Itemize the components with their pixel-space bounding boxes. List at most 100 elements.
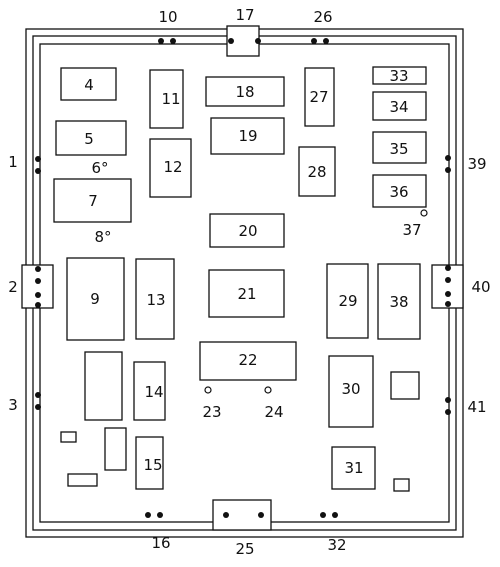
block-38 [377, 263, 421, 340]
block-4 [60, 67, 117, 101]
label-32: 32 [327, 536, 346, 554]
block-12 [149, 138, 192, 198]
label-29: 29 [338, 292, 357, 310]
block-22 [199, 341, 297, 381]
block-13 [135, 258, 175, 340]
block-square-right [390, 371, 420, 400]
label-41: 41 [467, 398, 486, 416]
dot-10a [158, 38, 164, 44]
dot-40d [445, 301, 451, 307]
dot-3b [35, 404, 41, 410]
block-flat-left [67, 473, 98, 487]
label-3: 3 [8, 396, 18, 414]
block-5 [55, 120, 127, 156]
label-16: 16 [151, 534, 170, 552]
label-1: 1 [8, 153, 18, 171]
block-35 [372, 131, 427, 164]
ring-24 [264, 386, 272, 394]
dot-32a [320, 512, 326, 518]
dot-2c [35, 292, 41, 298]
dot-10b [170, 38, 176, 44]
label-19: 19 [238, 127, 257, 145]
block-14 [133, 361, 166, 421]
dot-2b [35, 278, 41, 284]
block-7 [53, 178, 132, 223]
label-33: 33 [389, 67, 408, 85]
dot-3a [35, 392, 41, 398]
dot-26b [323, 38, 329, 44]
block-34 [372, 91, 427, 121]
terminal-dots [35, 38, 451, 518]
label-15: 15 [143, 456, 162, 474]
dot-1a [35, 156, 41, 162]
label-22: 22 [238, 351, 257, 369]
dot-26a [311, 38, 317, 44]
gate-40 [431, 264, 464, 309]
label-17: 17 [235, 6, 254, 24]
label-25: 25 [235, 540, 254, 558]
label-31: 31 [344, 459, 363, 477]
block-20 [209, 213, 285, 248]
label-28: 28 [307, 163, 326, 181]
label-34: 34 [389, 98, 408, 116]
label-27: 27 [309, 88, 328, 106]
label-37: 37 [402, 221, 421, 239]
gate-2 [21, 264, 54, 309]
dot-16b [157, 512, 163, 518]
dot-39a [445, 155, 451, 161]
label-30: 30 [341, 380, 360, 398]
dot-1b [35, 168, 41, 174]
block-small-left [60, 431, 77, 443]
dot-40a [445, 265, 451, 271]
label-10: 10 [158, 8, 177, 26]
label-6: 6° [91, 159, 108, 177]
label-23: 23 [202, 403, 221, 421]
dot-40b [445, 277, 451, 283]
block-small-right [393, 478, 410, 492]
dot-40c [445, 291, 451, 297]
dot-17b [255, 38, 261, 44]
block-18 [205, 76, 285, 107]
dot-17a [228, 38, 234, 44]
dot-16a [145, 512, 151, 518]
label-12: 12 [163, 158, 182, 176]
block-30 [328, 355, 374, 428]
block-narrow-left [104, 427, 127, 471]
ring-37 [420, 209, 428, 217]
dot-32b [332, 512, 338, 518]
label-21: 21 [237, 285, 256, 303]
label-13: 13 [146, 291, 165, 309]
dot-39b [445, 167, 451, 173]
block-11 [149, 69, 184, 129]
dot-2d [35, 302, 41, 308]
block-9 [66, 257, 125, 341]
block-unlabeled-left [84, 351, 123, 421]
label-9: 9 [90, 290, 100, 308]
label-7: 7 [88, 192, 98, 210]
block-33 [372, 66, 427, 85]
label-26: 26 [313, 8, 332, 26]
label-11: 11 [161, 90, 180, 108]
block-15 [135, 436, 164, 490]
block-21 [208, 269, 285, 318]
label-24: 24 [264, 403, 283, 421]
label-2: 2 [8, 278, 18, 296]
label-4: 4 [84, 76, 94, 94]
block-36 [372, 174, 427, 208]
block-19 [210, 117, 285, 155]
label-5: 5 [84, 130, 94, 148]
block-31 [331, 446, 376, 490]
block-28 [298, 146, 336, 197]
label-14: 14 [144, 383, 163, 401]
ring-23 [204, 386, 212, 394]
block-29 [326, 263, 369, 339]
label-35: 35 [389, 140, 408, 158]
label-8: 8° [94, 228, 111, 246]
dot-25a [223, 512, 229, 518]
dot-25b [258, 512, 264, 518]
label-38: 38 [389, 293, 408, 311]
dot-41b [445, 409, 451, 415]
label-36: 36 [389, 183, 408, 201]
label-39: 39 [467, 155, 486, 173]
